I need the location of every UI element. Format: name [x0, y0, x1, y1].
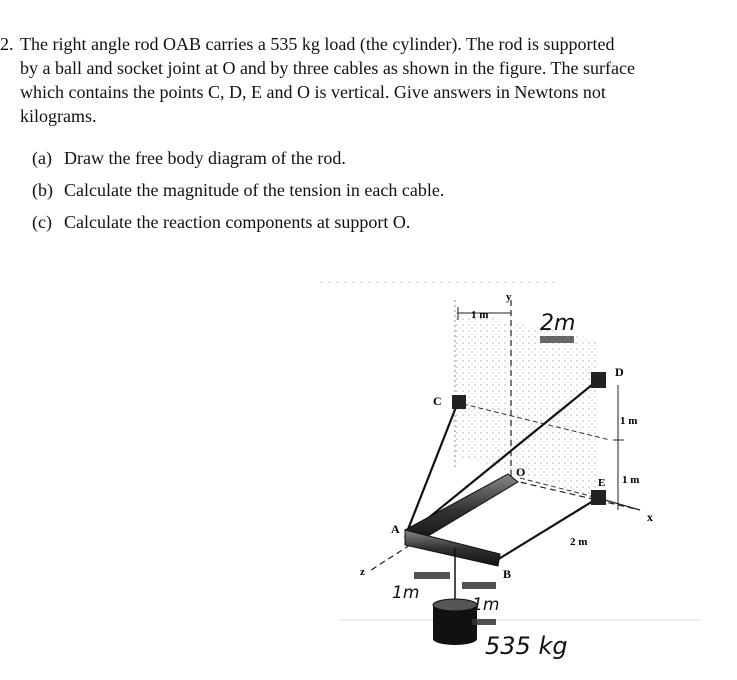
label-point-o: O	[516, 465, 525, 479]
cable-be	[496, 497, 599, 561]
cable-ac	[403, 401, 460, 538]
label-point-c: C	[433, 394, 442, 408]
statement-line: which contains the points C, D, E and O …	[20, 82, 606, 102]
label-x-axis: x	[647, 510, 653, 524]
problem-statement: The right angle rod OAB carries a 535 kg…	[20, 32, 720, 128]
statement-line: kilograms.	[20, 106, 97, 126]
dimension-right-upper: 1 m	[620, 415, 637, 427]
bracket-e	[591, 490, 606, 505]
label-y-axis: y	[506, 291, 512, 303]
handwritten-left-1m: 1m	[392, 583, 419, 603]
cylinder-load	[432, 598, 478, 645]
vertical-wall	[455, 310, 598, 498]
part-b: (b) Calculate the magnitude of the tensio…	[32, 178, 444, 202]
label-z-axis: z	[360, 566, 365, 578]
handwritten-2m: 2m	[540, 311, 575, 336]
part-text: Calculate the magnitude of the tension i…	[64, 180, 445, 200]
part-a: (a) Draw the free body diagram of the rod…	[32, 146, 346, 170]
statement-line: by a ball and socket joint at O and by t…	[20, 58, 635, 78]
statement-line: The right angle rod OAB carries a 535 kg…	[20, 34, 615, 54]
part-text: Calculate the reaction components at sup…	[64, 212, 411, 232]
part-c: (c) Calculate the reaction components at …	[32, 210, 410, 234]
problem-number: 2.	[0, 34, 14, 54]
part-label: (b)	[32, 180, 53, 200]
handwritten-bottom-1m: 1m	[472, 595, 499, 615]
label-point-d: D	[615, 365, 624, 379]
bracket-c	[452, 395, 466, 409]
label-point-b: B	[503, 567, 511, 581]
dimension-bottom-right: 2 m	[570, 536, 587, 548]
dimension-right-lower: 1 m	[622, 474, 639, 486]
dimension-top-left: 1 m	[471, 309, 488, 321]
part-text: Draw the free body diagram of the rod.	[64, 148, 346, 168]
label-point-e: E	[598, 477, 605, 489]
label-point-a: A	[391, 522, 400, 536]
cable-ad	[404, 379, 599, 538]
part-label: (c)	[32, 212, 52, 232]
rod-segment-ab	[404, 529, 501, 567]
part-label: (a)	[32, 148, 52, 168]
bracket-d	[591, 372, 606, 388]
handwritten-load: 535 kg	[485, 632, 568, 660]
